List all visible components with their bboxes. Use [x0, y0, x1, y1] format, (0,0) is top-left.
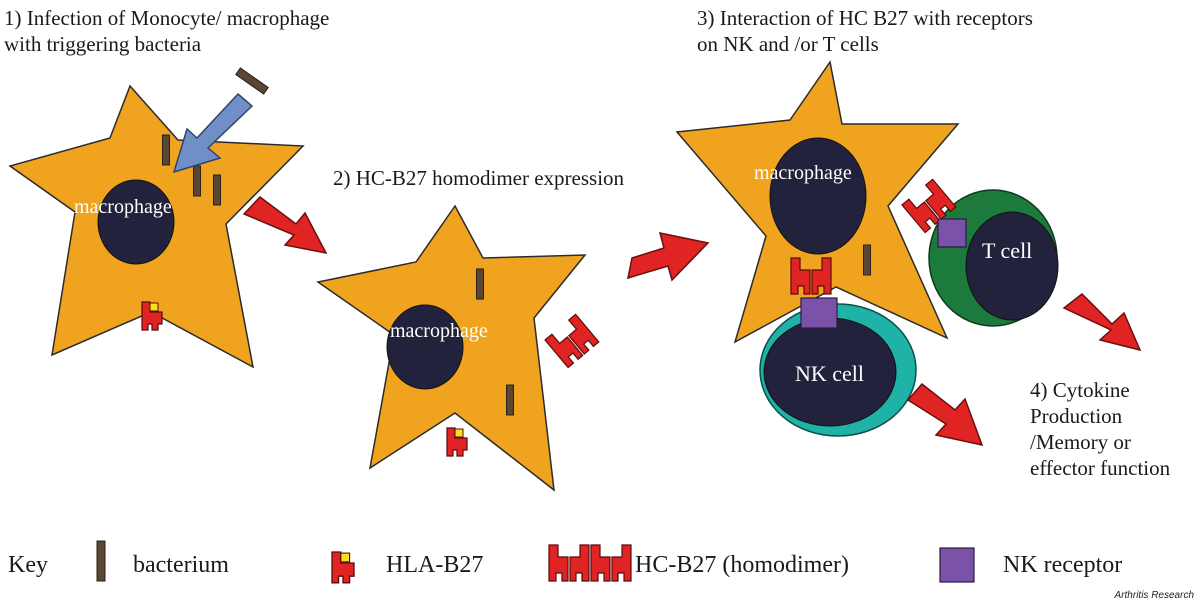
step3-caption-line2: on NK and /or T cells — [697, 32, 879, 56]
nucleus-2 — [386, 304, 464, 390]
step3-caption-line1: 3) Interaction of HC B27 with receptors — [697, 6, 1033, 30]
key-label-hla-b27: HLA-B27 — [386, 552, 484, 578]
progress-arrow-icon — [627, 232, 710, 282]
hla-b27-icon — [446, 427, 468, 457]
key-label-nk-receptor: NK receptor — [1003, 552, 1123, 578]
bacterium-icon — [235, 67, 269, 95]
macrophage-cell-2 — [316, 204, 599, 492]
bacterium-icon — [96, 540, 106, 582]
macrophage-label-1: macrophage — [74, 196, 172, 218]
macrophage-cell-1 — [8, 84, 305, 369]
nk-receptor-icon — [939, 547, 975, 583]
progress-arrow-icon — [906, 382, 984, 447]
infection-arrow-icon — [172, 92, 254, 174]
step1-caption-line1: 1) Infection of Monocyte/ macrophage — [4, 6, 330, 30]
hc-b27-homodimer-icon — [549, 545, 631, 581]
progress-arrow-icon — [242, 195, 328, 255]
hc-b27-homodimer-icon — [545, 314, 599, 367]
key-label-bacterium: bacterium — [133, 552, 229, 578]
t-cell-label: T cell — [982, 238, 1033, 263]
step4-caption-line3: /Memory or — [1030, 430, 1131, 454]
nk-cell — [759, 303, 917, 437]
t-cell-nucleus — [965, 211, 1059, 321]
step4-caption-line4: effector function — [1030, 456, 1171, 480]
bacterium-icon — [863, 244, 871, 276]
key-title: Key — [8, 552, 48, 578]
progress-arrow-icon — [1062, 293, 1142, 352]
nk-receptor-icon — [800, 297, 838, 329]
source-credit: Arthritis Research — [1114, 590, 1194, 601]
nucleus-1 — [97, 179, 175, 265]
macrophage-label-3: macrophage — [754, 162, 852, 184]
hla-b27-icon — [331, 551, 355, 584]
macrophage-cell-3 — [675, 60, 960, 344]
step4-caption-line2: Production — [1030, 404, 1123, 428]
key-label-hc-b27: HC-B27 (homodimer) — [635, 552, 849, 578]
nk-receptor-icon — [937, 218, 967, 248]
macrophage-label-2: macrophage — [390, 320, 488, 342]
nk-cell-label: NK cell — [795, 361, 865, 386]
step4-caption-line1: 4) Cytokine — [1030, 378, 1130, 402]
step2-caption: 2) HC-B27 homodimer expression — [333, 166, 625, 190]
step1-caption-line2: with triggering bacteria — [4, 32, 202, 56]
nucleus-3 — [769, 137, 867, 255]
